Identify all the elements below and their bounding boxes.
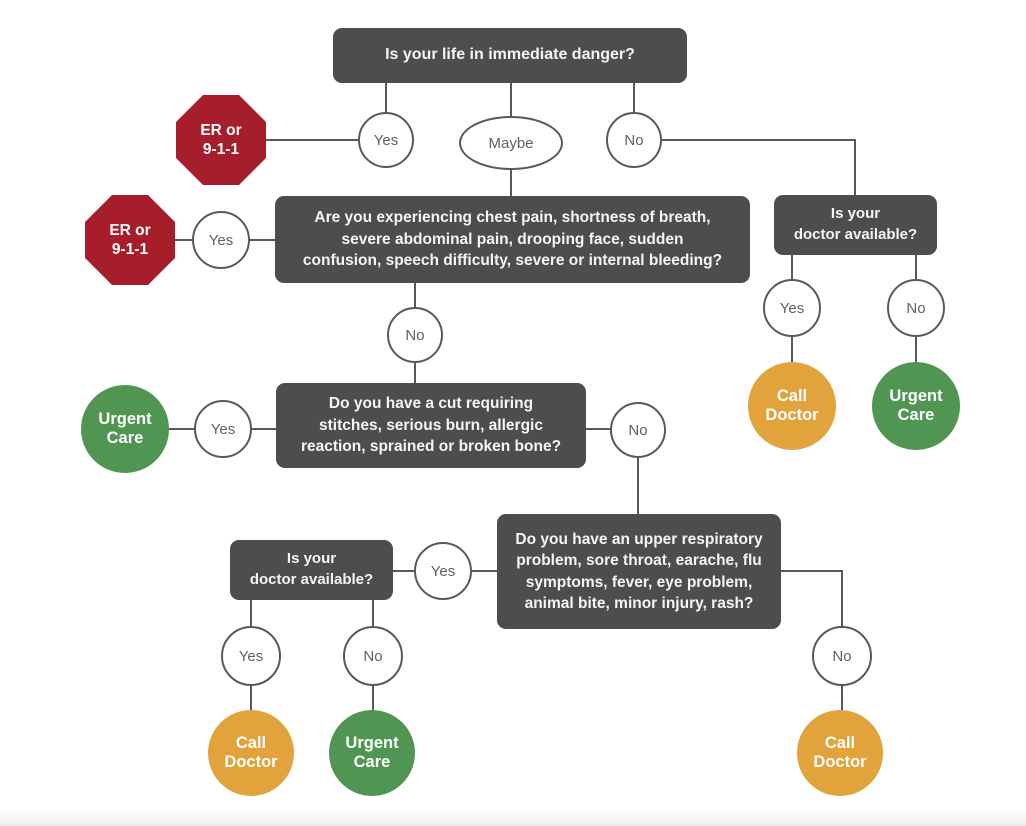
outcome-urgent-care-left: Urgent Care <box>81 385 169 473</box>
answer-respiratory-yes: Yes <box>414 542 472 600</box>
answer-danger-no: No <box>606 112 662 168</box>
answer-cut-no: No <box>610 402 666 458</box>
answer-doctor-right-no: No <box>887 279 945 337</box>
answer-cut-yes: Yes <box>194 400 252 458</box>
outcome-call-doctor-right: Call Doctor <box>748 362 836 450</box>
question-doctor-available-bottom: Is your doctor available? <box>230 540 393 600</box>
question-cut-burn: Do you have a cut requiring stitches, se… <box>276 383 586 468</box>
page-bottom-edge <box>0 808 1026 826</box>
answer-symptoms-yes: Yes <box>192 211 250 269</box>
question-severe-symptoms: Are you experiencing chest pain, shortne… <box>275 196 750 283</box>
answer-respiratory-no: No <box>812 626 872 686</box>
answer-doctor-bottom-yes: Yes <box>221 626 281 686</box>
answer-danger-yes: Yes <box>358 112 414 168</box>
outcome-urgent-care-bottom: Urgent Care <box>329 710 415 796</box>
outcome-er-911-left: ER or 9-1-1 <box>85 195 175 285</box>
outcome-call-doctor-bottom: Call Doctor <box>208 710 294 796</box>
question-immediate-danger: Is your life in immediate danger? <box>333 28 687 83</box>
outcome-er-911-top: ER or 9-1-1 <box>176 95 266 185</box>
question-doctor-available-right: Is your doctor available? <box>774 195 937 255</box>
outcome-call-doctor-far-right: Call Doctor <box>797 710 883 796</box>
question-upper-respiratory: Do you have an upper respiratory problem… <box>497 514 781 629</box>
answer-symptoms-no: No <box>387 307 443 363</box>
answer-doctor-bottom-no: No <box>343 626 403 686</box>
outcome-urgent-care-right: Urgent Care <box>872 362 960 450</box>
answer-doctor-right-yes: Yes <box>763 279 821 337</box>
answer-danger-maybe: Maybe <box>459 116 563 170</box>
